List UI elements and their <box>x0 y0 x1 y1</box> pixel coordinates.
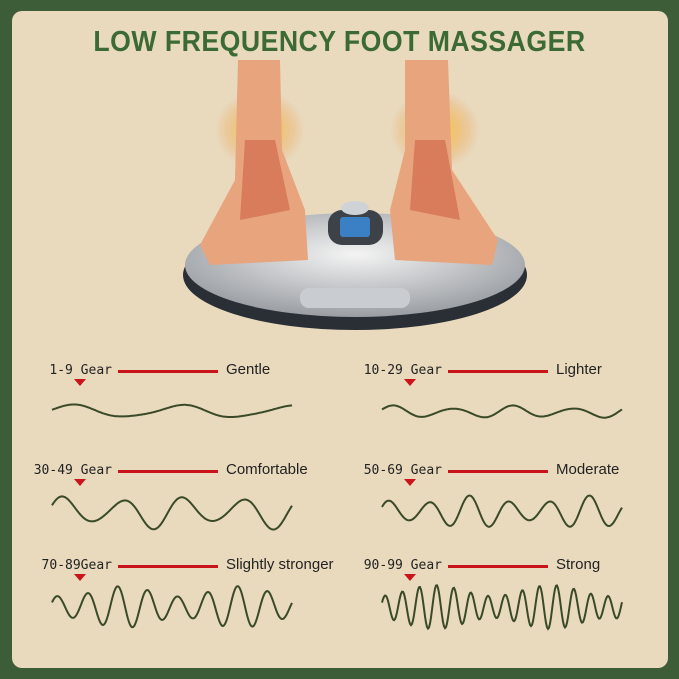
marker-line <box>118 470 218 473</box>
background-panel <box>12 11 668 668</box>
waveform <box>51 495 293 531</box>
foot-massager-image <box>183 60 527 330</box>
marker-line <box>448 370 548 373</box>
waveform-line <box>381 404 623 419</box>
gear-range-label: 70-89Gear <box>41 558 112 573</box>
marker-line <box>448 470 548 473</box>
waveform <box>381 494 623 528</box>
gear-range-label: 50-69 Gear <box>363 463 442 478</box>
waveform-line <box>51 585 293 629</box>
pointer-triangle-icon <box>404 574 416 581</box>
pointer-triangle-icon <box>404 379 416 386</box>
waveform-line <box>381 584 623 631</box>
waveform-line <box>51 495 293 531</box>
pointer-triangle-icon <box>74 379 86 386</box>
marker-line <box>448 565 548 568</box>
waveform <box>51 403 293 418</box>
pointer-triangle-icon <box>404 479 416 486</box>
intensity-label: Lighter <box>556 361 602 378</box>
intensity-label: Gentle <box>226 361 271 378</box>
gear-range-label: 1-9 Gear <box>49 363 112 378</box>
pointer-triangle-icon <box>74 479 86 486</box>
waveform-line <box>51 403 293 418</box>
waveform <box>51 585 293 629</box>
gear-range-label: 30-49 Gear <box>33 463 112 478</box>
marker-line <box>118 565 218 568</box>
intensity-label: Strong <box>556 556 601 573</box>
waveform <box>381 584 623 631</box>
page-title: LOW FREQUENCY FOOT MASSAGER <box>93 26 586 58</box>
intensity-label: Slightly stronger <box>226 556 334 573</box>
gear-range-label: 90-99 Gear <box>363 558 442 573</box>
intensity-label: Moderate <box>556 461 620 478</box>
waveform <box>381 404 623 419</box>
waveform-line <box>381 494 623 528</box>
gear-range-label: 10-29 Gear <box>363 363 442 378</box>
marker-line <box>118 370 218 373</box>
pointer-triangle-icon <box>74 574 86 581</box>
intensity-label: Comfortable <box>226 461 308 478</box>
